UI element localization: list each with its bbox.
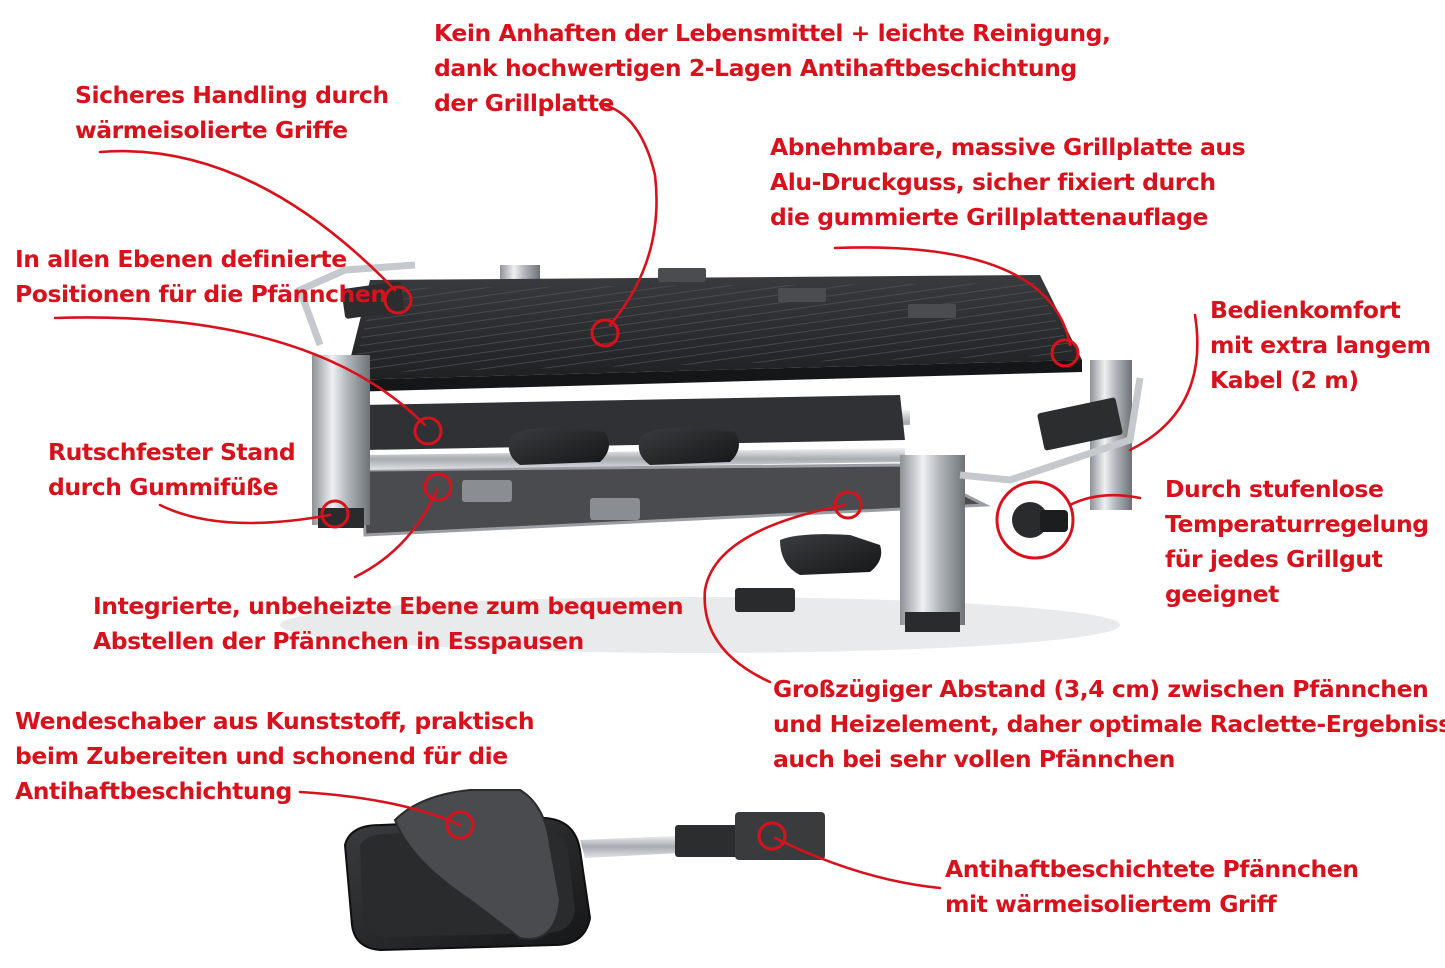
- marker-rings: [320, 285, 1080, 851]
- leader-handling: [98, 149, 397, 292]
- pan-lower-1: [780, 534, 882, 575]
- marker-temperature-icon: [995, 480, 1075, 560]
- marker-pans-icon: [757, 821, 787, 851]
- callout-non-stick-line-3: der Grillplatte: [434, 89, 614, 117]
- rubber-foot-left: [318, 508, 364, 528]
- callout-cable-line-2: mit extra langem: [1210, 331, 1431, 359]
- marker-non-stick-icon: [590, 318, 620, 348]
- leader-positions: [53, 316, 427, 427]
- lower-rail: [362, 448, 905, 470]
- callout-pans-line-2: mit wärmeisoliertem Griff: [945, 890, 1277, 918]
- callout-pans: Antihaftbeschichtete Pfännchen mit wärme…: [945, 852, 1359, 922]
- callout-temperature-line-1: Durch stufenlose: [1165, 475, 1384, 503]
- pan-in-level-1: [508, 427, 609, 465]
- plate-support-3: [908, 304, 956, 318]
- leader-temperature: [1068, 493, 1142, 507]
- front-right-post: [900, 455, 965, 625]
- pan-handle-steel: [580, 835, 700, 858]
- callout-distance-line-1: Großzügiger Abstand (3,4 cm) zwischen Pf…: [773, 675, 1429, 703]
- callout-positions-line-1: In allen Ebenen definierte: [15, 245, 347, 273]
- pan-level: [360, 395, 905, 450]
- leader-pans: [773, 836, 942, 890]
- callout-positions: In allen Ebenen definierte Positionen fü…: [15, 242, 387, 312]
- callout-rest-level: Integrierte, unbeheizte Ebene zum bequem…: [93, 589, 684, 659]
- callout-handling-line-2: wärmeisolierte Griffe: [75, 116, 348, 144]
- marker-distance-icon: [833, 490, 863, 520]
- callout-scraper-line-2: beim Zubereiten und schonend für die: [15, 742, 508, 770]
- callout-feet: Rutschfester Stand durch Gummifüße: [48, 435, 296, 505]
- leader-non-stick: [598, 102, 658, 327]
- callout-grill-plate-line-2: Alu-Druckguss, sicher fixiert durch: [770, 168, 1216, 196]
- grill-plate-edge: [345, 360, 1082, 392]
- thermostat-knob: [1012, 502, 1048, 538]
- pan-handle-3: [735, 588, 795, 612]
- leader-grill-plate: [833, 246, 1072, 347]
- callout-handling: Sicheres Handling durch wärmeisolierte G…: [75, 78, 389, 148]
- callout-distance-line-3: auch bei sehr vollen Pfännchen: [773, 745, 1175, 773]
- callout-feet-line-1: Rutschfester Stand: [48, 438, 296, 466]
- pan-handle-1: [462, 480, 512, 502]
- pan-handle-2: [590, 498, 640, 520]
- pan-and-scraper: [343, 789, 825, 952]
- pan-handle-grip: [735, 812, 825, 860]
- leader-lines: [53, 102, 1199, 890]
- callout-scraper-line-1: Wendeschaber aus Kunststoff, praktisch: [15, 707, 535, 735]
- callout-handling-line-1: Sicheres Handling durch: [75, 81, 389, 109]
- callout-distance-line-2: und Heizelement, daher optimale Raclette…: [773, 710, 1445, 738]
- callout-temperature-line-2: Temperaturregelung: [1165, 510, 1429, 538]
- leader-cable: [1128, 313, 1199, 452]
- callout-pans-line-1: Antihaftbeschichtete Pfännchen: [945, 855, 1359, 883]
- left-handle-bar: [295, 261, 416, 347]
- callout-rest-level-line-1: Integrierte, unbeheizte Ebene zum bequem…: [93, 592, 684, 620]
- marker-rest-level-icon: [423, 472, 453, 502]
- marker-positions-icon: [413, 416, 443, 446]
- leader-distance: [703, 503, 847, 684]
- callout-cable: Bedienkomfort mit extra langem Kabel (2 …: [1210, 293, 1431, 398]
- callout-cable-line-1: Bedienkomfort: [1210, 296, 1401, 324]
- rubber-foot-right: [905, 612, 960, 632]
- leader-scraper: [298, 790, 462, 827]
- marker-scraper-icon: [445, 810, 475, 840]
- pan-handle-insulated: [675, 825, 745, 857]
- plate-support-1: [658, 268, 706, 282]
- marker-grill-plate-icon: [1050, 338, 1080, 368]
- leader-rest-level: [353, 488, 439, 579]
- callout-rest-level-line-2: Abstellen der Pfännchen in Esspausen: [93, 627, 584, 655]
- right-handle-grip: [1037, 397, 1123, 451]
- callout-positions-line-2: Positionen für die Pfännchen: [15, 280, 387, 308]
- callout-cable-line-3: Kabel (2 m): [1210, 366, 1359, 394]
- callout-feet-line-2: durch Gummifüße: [48, 473, 279, 501]
- pan-in-level-2: [638, 427, 739, 465]
- callout-grill-plate: Abnehmbare, massive Grillplatte aus Alu-…: [770, 130, 1246, 235]
- callout-non-stick-line-1: Kein Anhaften der Lebensmittel + leichte…: [434, 19, 1111, 47]
- leader-feet: [158, 503, 332, 525]
- callout-non-stick-line-2: dank hochwertigen 2-Lagen Antihaftbeschi…: [434, 54, 1077, 82]
- callout-distance: Großzügiger Abstand (3,4 cm) zwischen Pf…: [773, 672, 1445, 777]
- marker-feet-icon: [320, 499, 350, 529]
- thermostat-plug: [1040, 510, 1068, 532]
- callout-scraper-line-3: Antihaftbeschichtung: [15, 777, 292, 805]
- plate-support-2: [778, 288, 826, 302]
- callout-non-stick: Kein Anhaften der Lebensmittel + leichte…: [434, 16, 1111, 121]
- front-left-post: [312, 355, 370, 525]
- grill-plate-ribs: [352, 283, 1075, 373]
- lower-tray: [360, 463, 991, 537]
- right-handle-bar: [959, 377, 1144, 484]
- spatula-scraper: [393, 789, 562, 940]
- callout-grill-plate-line-1: Abnehmbare, massive Grillplatte aus: [770, 133, 1246, 161]
- marker-handling-icon: [383, 285, 413, 315]
- callout-temperature: Durch stufenlose Temperaturregelung für …: [1165, 472, 1429, 612]
- raclette-grill: [280, 261, 1144, 653]
- callout-temperature-line-4: geeignet: [1165, 580, 1279, 608]
- callout-grill-plate-line-3: die gummierte Grillplattenauflage: [770, 203, 1209, 231]
- callout-scraper: Wendeschaber aus Kunststoff, praktisch b…: [15, 704, 535, 809]
- callout-temperature-line-3: für jedes Grillgut: [1165, 545, 1383, 573]
